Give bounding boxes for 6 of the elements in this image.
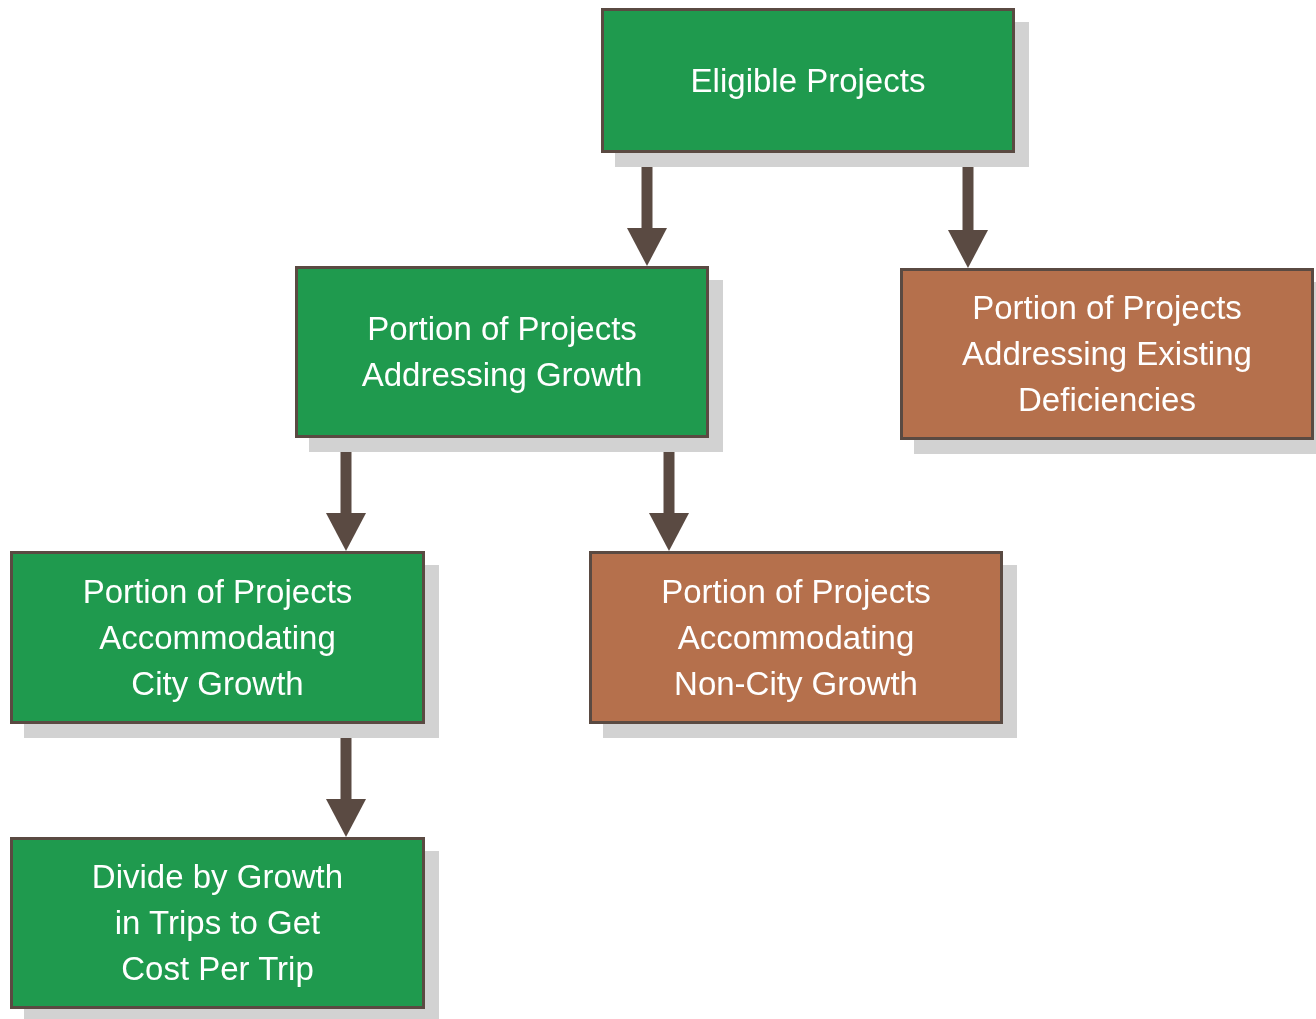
box-label: Portion of Projects Accommodating Non-City Growth [660, 571, 932, 704]
box-label: Portion of Projects Accommodating City Growth [81, 571, 354, 704]
box-label: Portion of Projects Addressing Growth [360, 309, 644, 395]
box-label: Eligible Projects [690, 60, 926, 101]
box-label: Divide by Growth in Trips to Get Cost Per Trip [90, 857, 345, 989]
box-label: Portion of Projects Addressing Existing Deficiencies [961, 288, 1253, 420]
